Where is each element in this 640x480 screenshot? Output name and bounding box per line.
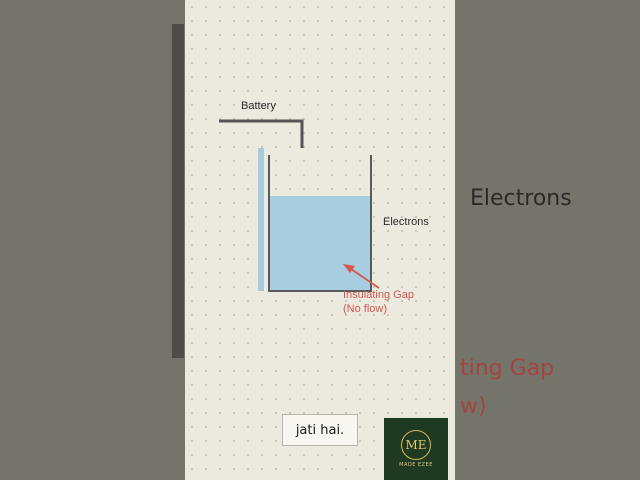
electrolyte-liquid — [269, 196, 371, 291]
gap-label-line2: (No flow) — [343, 303, 388, 315]
gap-arrow-line — [350, 268, 380, 289]
container — [268, 155, 372, 292]
background-bar — [172, 24, 184, 358]
subtitle-caption: jati hai. — [282, 414, 358, 446]
gap-arrow-head — [343, 264, 355, 273]
background-flow-label: w) — [460, 394, 487, 419]
battery-wire — [219, 119, 304, 148]
electrons-label: Electrons — [383, 216, 429, 228]
background-electrons-label: Electrons — [470, 186, 572, 211]
insulating-gap-label: Insulating Gap (No flow) — [343, 288, 414, 316]
diagram-canvas — [219, 119, 380, 292]
logo-name: MADE EZEE — [399, 462, 433, 468]
diagram-panel: Battery Electrons Insulating Gap (No flo… — [185, 0, 455, 480]
electrode — [258, 148, 264, 291]
channel-logo: ME MADE EZEE — [384, 418, 448, 480]
battery-label: Battery — [241, 100, 276, 112]
gap-label-line1: Insulating Gap — [343, 289, 414, 301]
logo-monogram: ME — [401, 430, 431, 460]
background-gap-label: ting Gap — [460, 356, 555, 381]
